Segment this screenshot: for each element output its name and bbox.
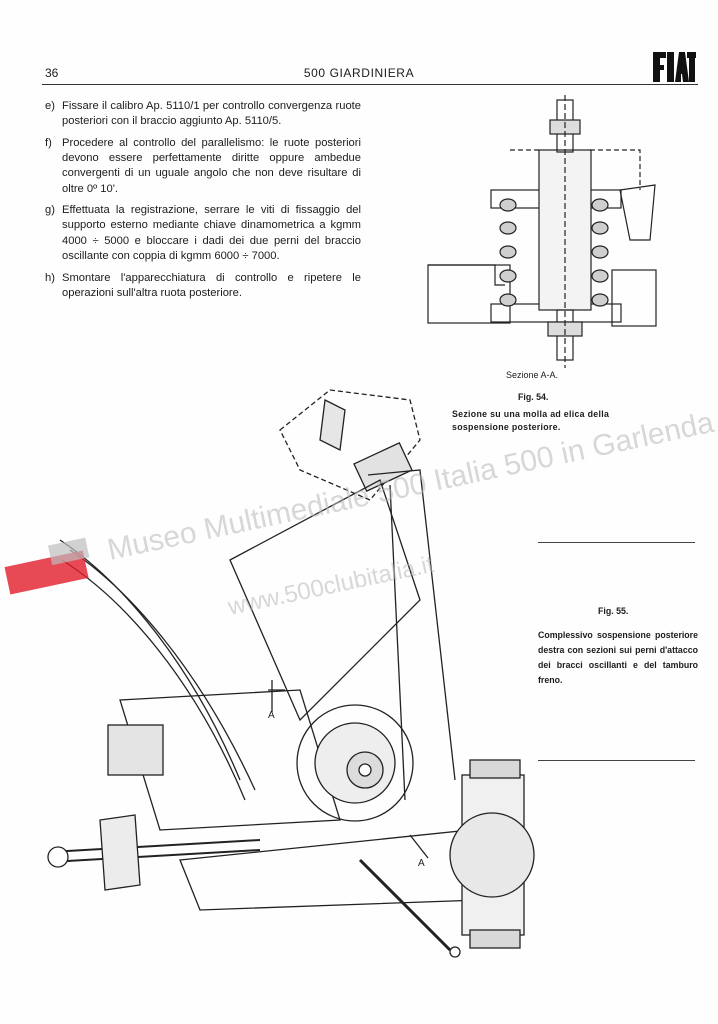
fiat-logo [653, 52, 696, 82]
watermark-url-text: www.500clubitalia.it [225, 551, 437, 621]
fig54-number: Fig. 54. [518, 392, 549, 402]
step-text: Smontare l'apparecchiatura di controllo … [62, 271, 361, 299]
step-letter: h) [45, 271, 55, 284]
procedure-steps: e) Fissare il calibro Ap. 5110/1 per con… [45, 99, 361, 307]
step-letter: g) [45, 204, 55, 217]
step-letter: f) [45, 136, 52, 149]
step-g: g) Effettuata la registrazione, serrare … [45, 203, 361, 264]
page-number: 36 [45, 66, 59, 80]
caption-rule-top [538, 542, 695, 543]
caption-rule-bottom [538, 760, 695, 761]
step-f: f) Procedere al controllo del parallelis… [45, 136, 361, 197]
watermark: Museo Multimediale 500 Italia 500 in Gar… [4, 406, 717, 621]
step-text: Effettuata la registrazione, serrare le … [62, 204, 361, 262]
step-text: Procedere al controllo del parallelismo:… [62, 136, 361, 195]
fig54-caption: Sezione su una molla ad elica della sosp… [452, 409, 610, 432]
step-letter: e) [45, 100, 55, 112]
fig54-section-label: Sezione A-A. [506, 370, 559, 380]
step-h: h) Smontare l'apparecchiatura di control… [45, 271, 361, 301]
section-mark-a-lower: A [418, 858, 425, 869]
step-e: e) Fissare il calibro Ap. 5110/1 per con… [45, 99, 361, 129]
header-rule [42, 84, 698, 85]
fig55-suspension-assembly-drawing [47, 389, 535, 958]
museum-logo [4, 537, 90, 595]
running-title: 500 GIARDINIERA [303, 66, 415, 80]
section-mark-a-upper: A [268, 710, 275, 721]
fig55-caption: Complessivo sospensione posteriore destr… [538, 630, 698, 685]
step-text: Fissare il calibro Ap. 5110/1 per contro… [62, 100, 361, 128]
fig54-spring-section-drawing [427, 95, 657, 368]
fig55-number: Fig. 55. [598, 606, 629, 616]
